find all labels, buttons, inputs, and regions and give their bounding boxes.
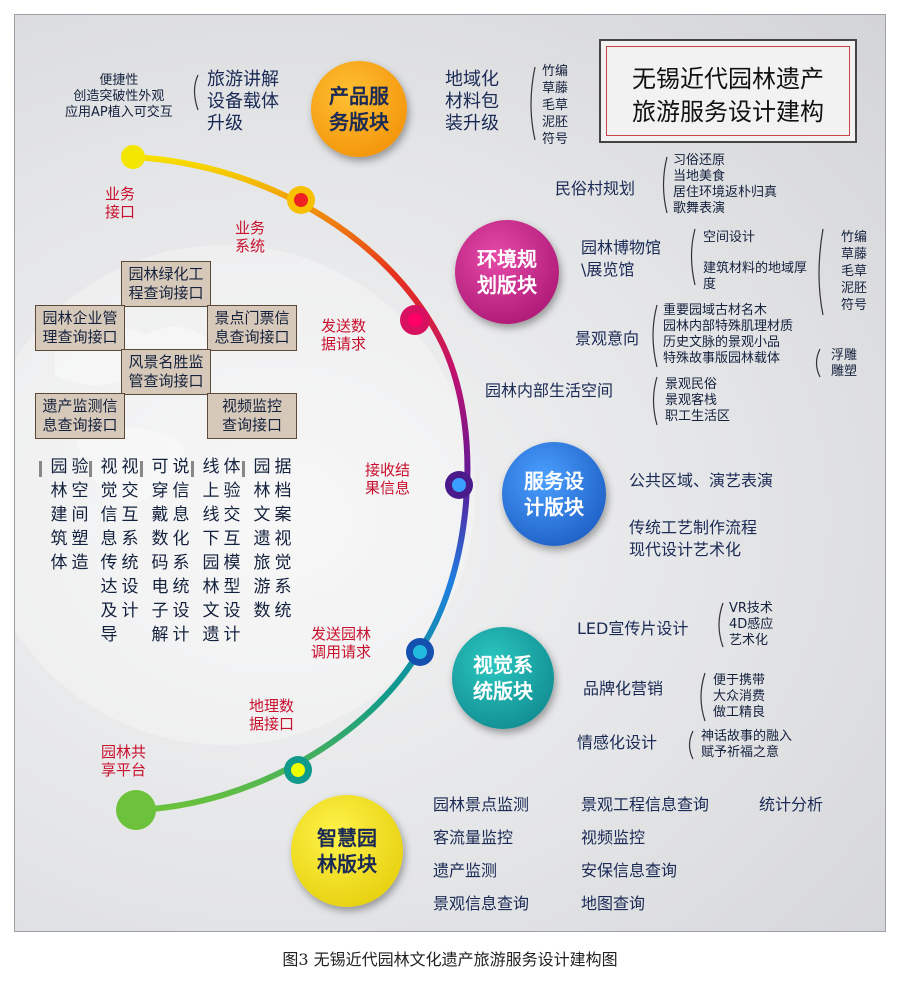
column-markers xyxy=(39,461,245,477)
interface-ticket: 景点门票信 息查询接口 xyxy=(207,305,297,351)
node-start xyxy=(121,145,145,169)
smart-col2-item: 景观工程信息查询 xyxy=(581,795,710,814)
env-museum-space: 空间设计 xyxy=(703,230,756,245)
module-environment: 环境规 划版块 xyxy=(455,220,559,324)
service-public: 公共区域、演艺表演 xyxy=(629,471,774,490)
smart-col2-item: 视频监控 xyxy=(581,828,646,847)
smart-col2-item: 地图查询 xyxy=(581,894,646,913)
column-data-archive: 园林文遗旅游数 xyxy=(253,457,271,621)
module-product: 产品服 务版块 xyxy=(311,61,407,157)
env-folk-village: 民俗村规划 xyxy=(555,179,636,198)
arc-nodes xyxy=(116,145,473,830)
column-architecture-cont: 验空间塑造 xyxy=(71,457,89,573)
smart-col1-item: 园林景点监测 xyxy=(433,795,530,814)
product-left-notes: 便捷性 创造突破性外观 应用AP植入可交互 xyxy=(65,73,173,120)
module-visual: 视觉系 统版块 xyxy=(452,627,554,729)
diagram-title: 无锡近代园林遗产 旅游服务设计建构 xyxy=(632,65,824,126)
column-architecture: 园林建筑体 xyxy=(50,457,68,573)
interface-video: 视频监控 查询接口 xyxy=(207,393,297,439)
column-visual-guide: 视觉信息传达及导 xyxy=(100,457,118,645)
env-museum-material: 建筑材料的地域厚 度 xyxy=(703,261,808,292)
smart-col1-item: 景观信息查询 xyxy=(433,894,530,913)
smart-col1-item: 客流量监控 xyxy=(433,828,514,847)
env-sculpture: 浮雕 雕塑 xyxy=(831,348,858,379)
label-business-interface: 业务 接口 xyxy=(105,185,136,221)
product-guide-upgrade: 旅游讲解 设备载体 升级 xyxy=(207,69,279,134)
env-museum: 园林博物馆 \展览馆 xyxy=(581,238,662,279)
column-wearable-cont: 说信息化系统设计 xyxy=(172,457,190,645)
visual-emotion-items: 神话故事的融入 赋予祈福之意 xyxy=(701,729,793,760)
smart-col3-item: 统计分析 xyxy=(759,795,824,814)
column-online-offline-cont: 体验交互模型设计 xyxy=(223,457,241,645)
label-business-system: 业务 系统 xyxy=(235,219,266,255)
env-museum-materials: 竹编 草藤 毛草 泥胚 符号 xyxy=(841,230,868,313)
interface-greening: 园林绿化工 程查询接口 xyxy=(121,261,211,307)
column-visual-guide-cont: 视交互系统设计 xyxy=(121,457,139,621)
env-folk-items: 习俗还原 当地美食 居住环境返朴归真 歌舞表演 xyxy=(673,153,778,216)
diagram-panel: 无锡近代园林遗产 旅游服务设计建构 产品服 务版块 环境规 划版块 服务设 计版… xyxy=(14,14,886,932)
smart-col1-item: 遗产监测 xyxy=(433,861,498,880)
interface-scenic: 风景名胜监 管查询接口 xyxy=(121,349,211,395)
product-material-items: 竹编 草藤 毛草 泥胚 符号 xyxy=(542,64,569,147)
product-material-upgrade: 地域化 材料包 装升级 xyxy=(445,69,499,134)
module-service: 服务设 计版块 xyxy=(502,442,606,546)
figure-caption: 图3 无锡近代园林文化遗产旅游服务设计建构图 xyxy=(282,950,618,969)
column-data-archive-cont: 据档案视觉系统 xyxy=(274,457,292,621)
column-wearable: 可穿戴数码电子解 xyxy=(151,457,169,645)
label-send-garden-call: 发送园林 调用请求 xyxy=(311,625,372,661)
module-smart: 智慧园 林版块 xyxy=(291,795,403,907)
visual-led: LED宣传片设计 xyxy=(577,619,689,638)
node-end xyxy=(116,790,156,830)
smart-col2-item: 安保信息查询 xyxy=(581,861,678,880)
interface-heritage: 遗产监测信 息查询接口 xyxy=(35,393,125,439)
service-craft: 传统工艺制作流程 现代设计艺术化 xyxy=(629,518,758,559)
label-geo-interface: 地理数 据接口 xyxy=(249,697,295,733)
env-landscape: 景观意向 xyxy=(575,329,640,348)
label-shared-platform: 园林共 享平台 xyxy=(101,743,147,779)
visual-led-items: VR技术 4D感应 艺术化 xyxy=(729,601,774,648)
visual-emotion: 情感化设计 xyxy=(577,733,658,752)
label-receive-result: 接收结 果信息 xyxy=(365,461,411,497)
bracket-lines xyxy=(193,66,824,760)
interface-enterprise: 园林企业管 理查询接口 xyxy=(35,305,125,351)
label-send-request: 发送数 据请求 xyxy=(321,317,367,353)
visual-brand-items: 便于携带 大众消费 做工精良 xyxy=(713,673,766,720)
title-box: 无锡近代园林遗产 旅游服务设计建构 xyxy=(599,39,857,143)
env-living-items: 景观民俗 景观客栈 职工生活区 xyxy=(665,377,731,424)
env-landscape-items: 重要园域古材名木 园林内部特殊肌理材质 历史文脉的景观小品 特殊故事版园林载体 xyxy=(663,303,794,366)
column-online-offline: 线上线下园林文遗 xyxy=(202,457,220,645)
env-living-space: 园林内部生活空间 xyxy=(485,381,614,400)
visual-brand: 品牌化营销 xyxy=(583,679,664,698)
